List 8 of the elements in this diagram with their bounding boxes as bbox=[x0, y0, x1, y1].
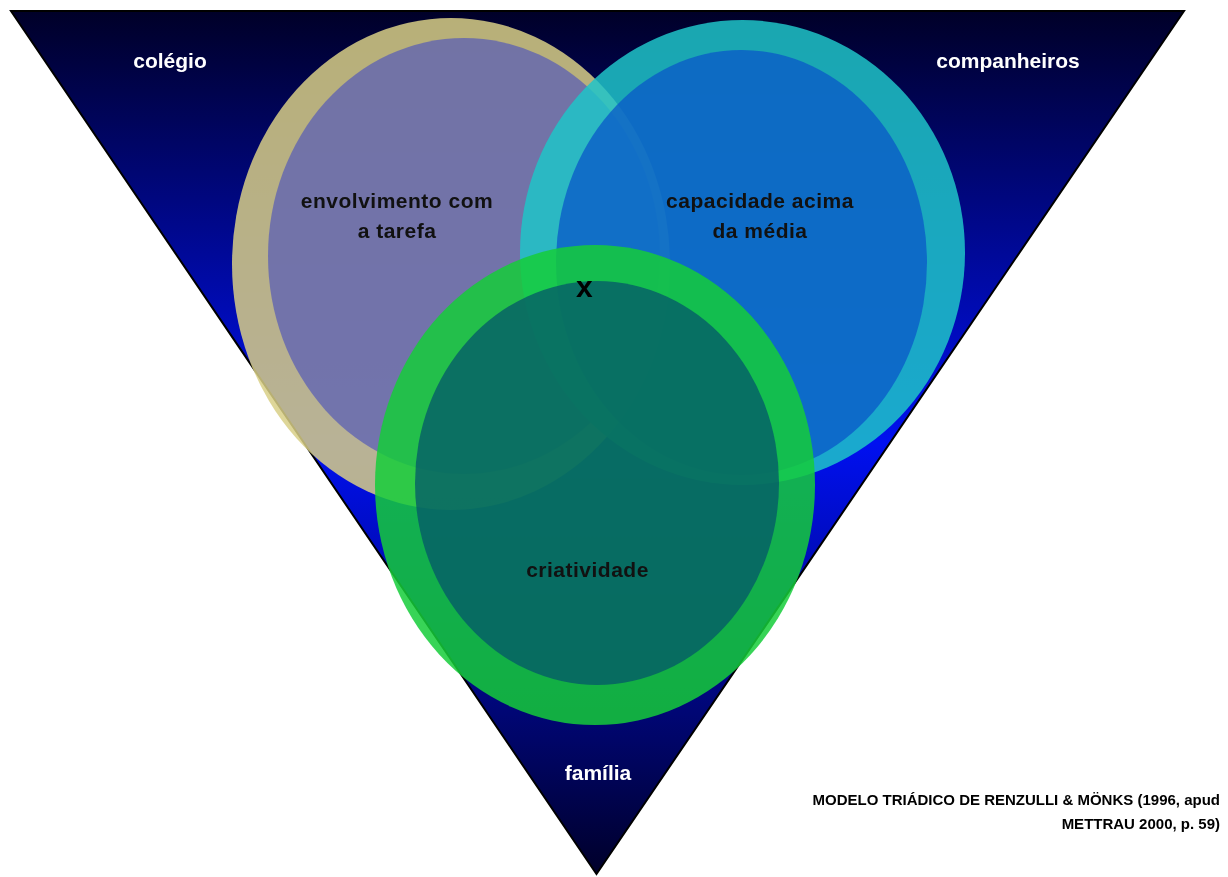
corner-label: colégio bbox=[132, 48, 208, 74]
caption: MODELO TRIÁDICO DE RENZULLI & MÖNKS (1996, apud METTRAU 2000, p. 59) bbox=[811, 790, 1220, 834]
circle-label: capacidade acima da média bbox=[665, 188, 855, 245]
intersection-mark: x bbox=[576, 270, 593, 304]
circle-label: envolvimento com a tarefa bbox=[299, 188, 495, 245]
circle-label: criatividade bbox=[525, 557, 650, 583]
corner-label: companheiros bbox=[935, 48, 1081, 74]
corner-label: família bbox=[563, 760, 633, 786]
